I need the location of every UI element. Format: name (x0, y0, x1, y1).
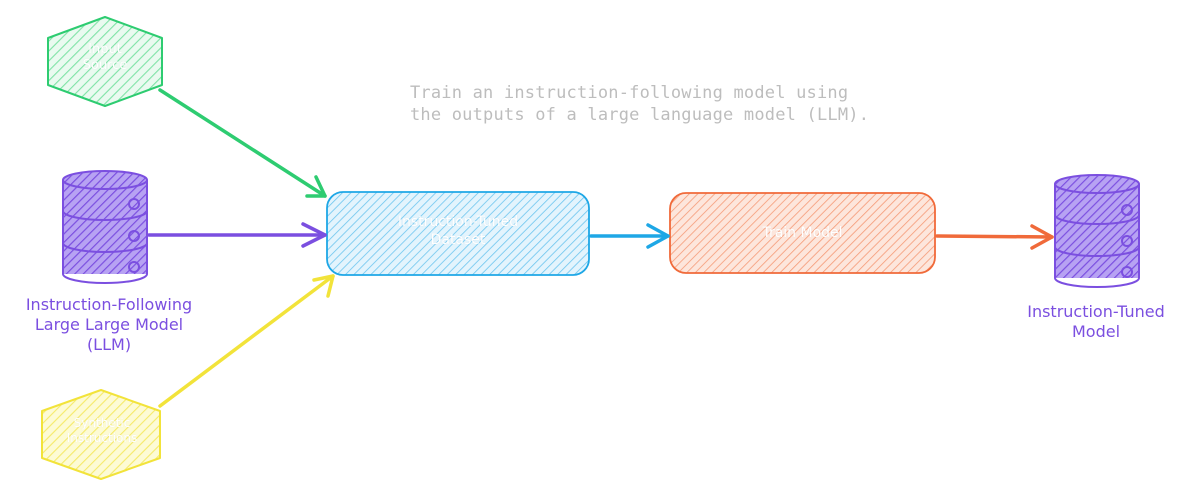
synthetic-label-line2: Instructions (66, 431, 138, 445)
arrow-seed-to-dataset (158, 88, 327, 198)
tuned-model-label: Instruction-Tuned Model (1000, 302, 1192, 342)
dataset-node (326, 191, 590, 276)
train-model-node (669, 192, 936, 274)
tuned-model-database-icon (1054, 174, 1140, 288)
synthetic-label-line1: Synthetic (73, 416, 131, 430)
train-model-label-text: Train Model (762, 225, 843, 241)
seed-source-label: Input Source (58, 42, 152, 75)
llm-label: Instruction-Following Large Large Model … (0, 295, 218, 355)
seed-source-node (47, 16, 163, 107)
arrow-train-to-model (935, 224, 1054, 250)
llm-database-icon (62, 170, 148, 284)
llm-label-line1: Instruction-Following (25, 295, 193, 314)
dataset-label-line2: Dataset (430, 231, 486, 248)
seed-source-label-line1: Input (88, 42, 122, 57)
synthetic-instructions-node (41, 389, 161, 480)
synthetic-instructions-label: Synthetic Instructions (46, 416, 158, 446)
dataset-label: Instruction-Tuned Dataset (340, 214, 576, 249)
llm-label-line2: Large Large Model (34, 315, 184, 334)
train-model-label: Train Model (680, 225, 925, 243)
diagram-caption: Train an instruction-following model usi… (410, 83, 870, 126)
tuned-model-label-line1: Instruction-Tuned (1027, 302, 1165, 321)
tuned-model-label-line2: Model (1071, 322, 1121, 341)
dataset-label-line1: Instruction-Tuned (397, 214, 519, 230)
arrow-llm-to-dataset (147, 222, 327, 248)
arrow-synthetic-to-dataset (158, 274, 335, 408)
seed-source-label-line2: Source (82, 58, 128, 74)
arrow-dataset-to-train (589, 223, 670, 249)
llm-label-line3: (LLM) (86, 335, 132, 354)
